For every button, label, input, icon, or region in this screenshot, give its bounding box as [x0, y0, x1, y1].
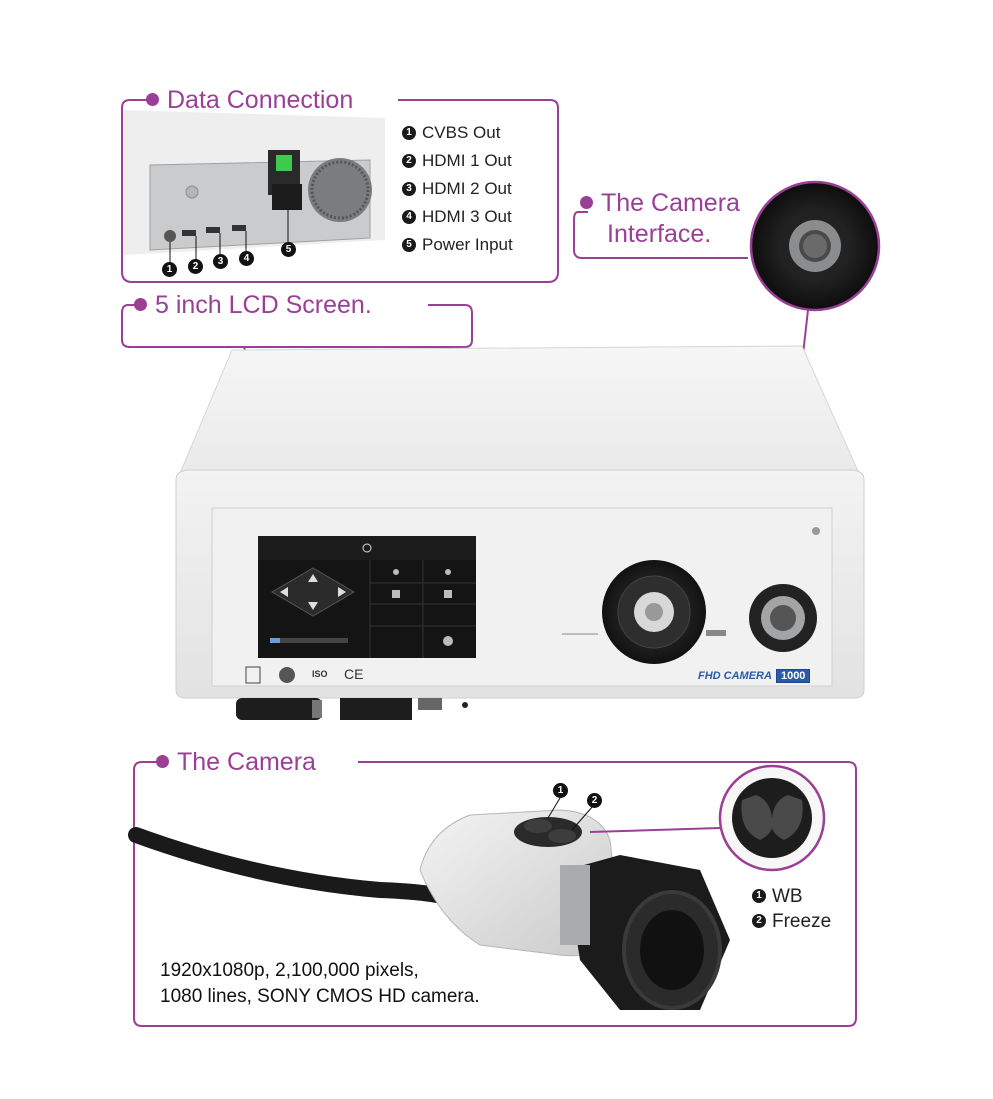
- camera-title: The Camera: [156, 748, 316, 777]
- camera-interface-frame: [573, 180, 881, 541]
- main-device: [175, 345, 865, 720]
- camera-head: [128, 797, 730, 1010]
- camera-button-marker-1: 1: [553, 783, 568, 798]
- camera-interface-title: The Camera Interface.: [580, 188, 740, 250]
- port-marker-5: 5: [281, 242, 296, 257]
- lcd-screen-title: 5 inch LCD Screen.: [134, 291, 372, 320]
- bullet-dot: [134, 297, 147, 311]
- iso-mark: ISO: [312, 669, 328, 679]
- ce-mark: CE: [344, 666, 364, 682]
- camera-description-line: 1920x1080p, 2,100,000 pixels,: [160, 960, 419, 981]
- port-marker-4: 4: [239, 251, 254, 266]
- camera-button-marker-2: 2: [587, 793, 602, 808]
- data-connection-frame: [121, 99, 559, 283]
- camera-description: 1920x1080p, 2,100,000 pixels, 1080 lines…: [160, 958, 480, 1010]
- port-marker-2: 2: [188, 259, 203, 274]
- data-connection-title: Data Connection: [146, 86, 353, 115]
- button-zoom: [589, 764, 826, 872]
- camera-frame: [133, 761, 857, 1027]
- bullet-dot: [156, 754, 169, 768]
- port-marker-3: 3: [213, 254, 228, 269]
- bullet-dot: [146, 92, 159, 106]
- camera-description-line: 1080 lines, SONY CMOS HD camera.: [160, 986, 480, 1007]
- back-panel-photo: [124, 110, 385, 262]
- port-marker-1: 1: [162, 262, 177, 277]
- bullet-dot: [580, 195, 593, 209]
